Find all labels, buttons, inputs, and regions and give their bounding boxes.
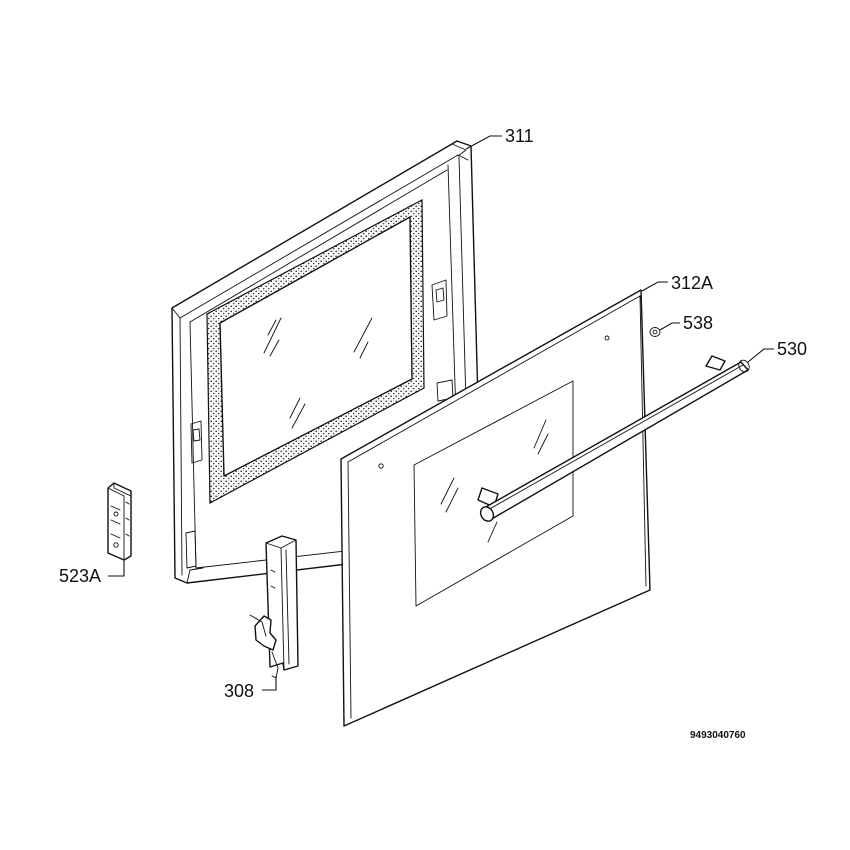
leader-311 — [465, 135, 502, 150]
leader-530 — [747, 348, 774, 363]
washer-538 — [649, 327, 661, 337]
door-hinge-523a — [107, 482, 132, 561]
leader-538 — [659, 322, 680, 331]
leader-523a — [108, 560, 125, 577]
label-311: 311 — [505, 126, 534, 146]
hinge-bracket-308 — [249, 535, 299, 679]
label-308: 308 — [224, 681, 254, 701]
label-530: 530 — [777, 339, 807, 359]
drawing-number: 9493040760 — [690, 730, 746, 741]
label-312a: 312A — [671, 273, 713, 293]
label-538: 538 — [683, 313, 713, 333]
door-handle-530 — [477, 355, 750, 522]
leader-308 — [262, 676, 277, 691]
leader-312a — [641, 281, 668, 292]
label-523a: 523A — [59, 566, 101, 586]
